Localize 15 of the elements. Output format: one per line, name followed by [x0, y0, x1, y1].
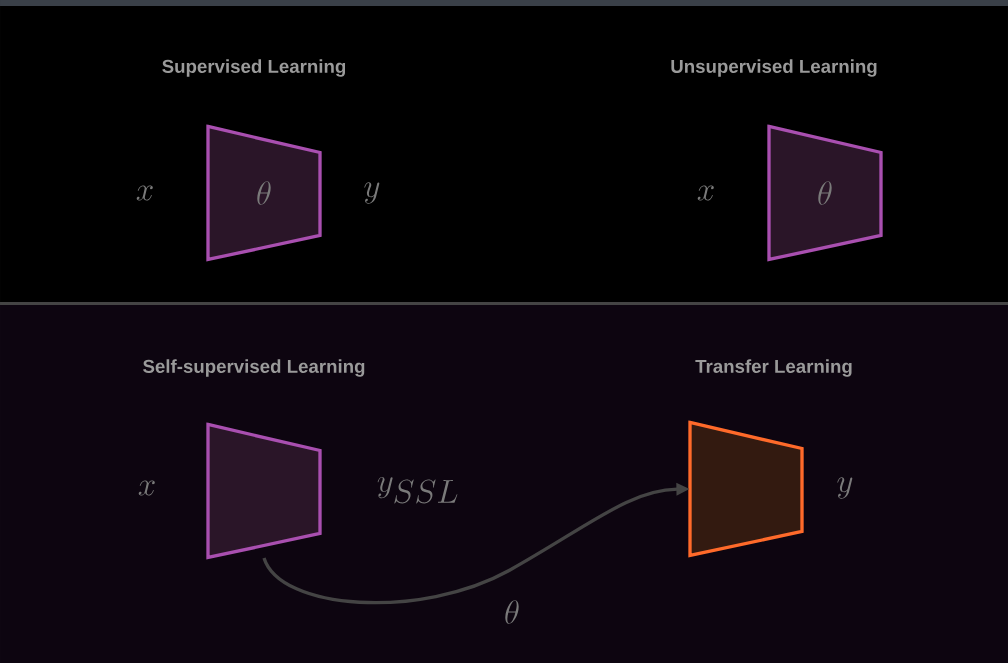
- panel-title: Supervised Learning: [162, 59, 346, 77]
- math-symbol: $x$: [138, 480, 155, 496]
- panel-title: Unsupervised Learning: [671, 59, 877, 77]
- math-symbol: $x$: [136, 185, 153, 201]
- math-symbol: $y$: [364, 182, 380, 204]
- trapezoid-block: [206, 422, 322, 560]
- math-symbol: $y$: [837, 477, 853, 499]
- panel-title: Transfer Learning: [695, 359, 852, 377]
- trapezoid-block: [688, 420, 804, 558]
- trapezoid-block: $\theta$: [767, 124, 883, 262]
- trapezoid-block: $\theta$: [206, 124, 322, 262]
- math-symbol: $x$: [697, 185, 714, 201]
- edge-label: $\theta$: [505, 600, 519, 624]
- math-symbol: $y_{SSL}$: [377, 476, 458, 504]
- panel-title: Self-supervised Learning: [143, 359, 365, 377]
